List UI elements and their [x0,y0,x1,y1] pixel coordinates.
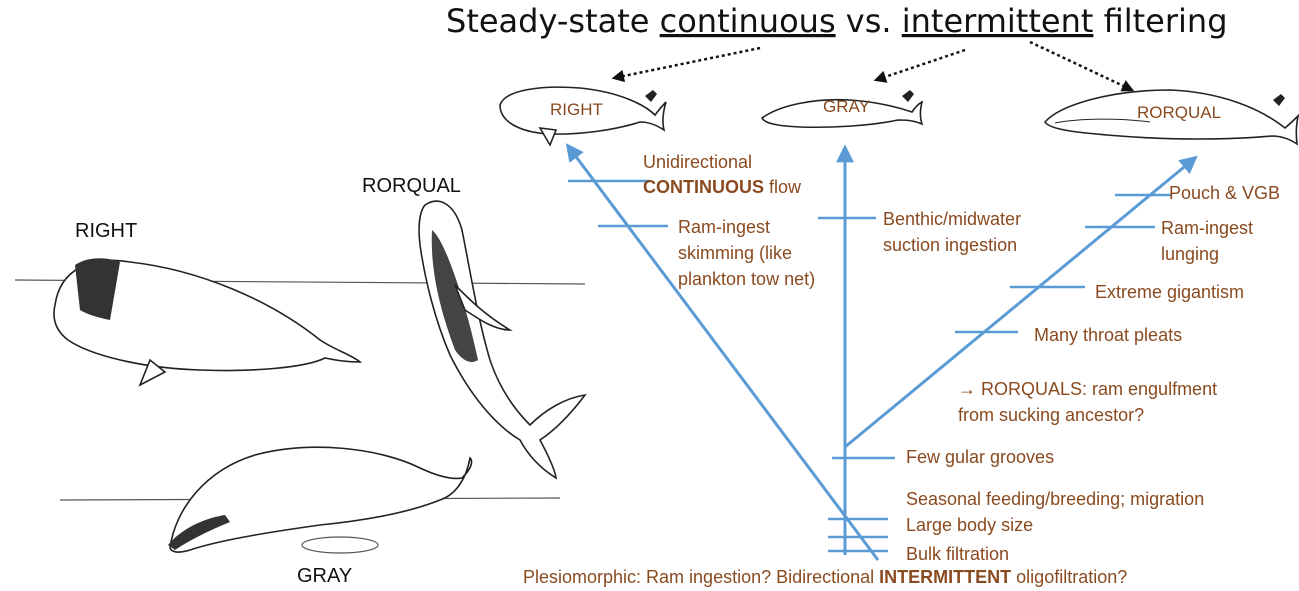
title-dotted-arrows [611,40,1135,92]
dotted-arrow-right [611,46,761,83]
top-gray-whale-body [760,98,924,129]
gray-whale-feeding-pit [301,536,379,554]
branch-right-whale [565,143,880,561]
title-intermittent: intermittent [902,2,1094,40]
top-gray-whale: GRAY [760,90,924,129]
top-rorqual-whale-body [1044,89,1299,146]
right-whale-body [53,259,363,372]
top-label-rorqual: RORQUAL [1137,103,1221,122]
character-ticks [568,179,1172,553]
title-continuous: continuous [660,2,836,40]
rorqual-flipper [454,284,513,331]
label-skimming: skimming (like [678,243,792,263]
phylogeny-tree [565,143,1198,561]
label-pouch-vgb: Pouch & VGB [1169,183,1280,203]
label-rorquals-note: → RORQUALS: ram engulfment [958,379,1217,399]
right-whale-baleen [75,258,120,320]
top-rorqual-whale: RORQUAL [1044,89,1299,146]
left-label-gray: GRAY [297,565,352,587]
diver-icon-gray [902,90,914,102]
label-bulk-filtration: Bulk filtration [906,544,1009,564]
label-continuous-bold: CONTINUOUS [643,177,764,197]
label-tow-net: plankton tow net) [678,269,815,289]
label-lunging: lunging [1161,244,1219,264]
gray-whale-body [169,446,473,553]
diver-icon-right [645,90,657,102]
label-gigantism: Extreme gigantism [1095,282,1244,302]
label-flow: flow [764,177,802,197]
rorqual-body [418,200,587,480]
label-body-size: Large body size [906,515,1033,535]
label-ram-ingest-rorqual: Ram-ingest [1161,218,1253,238]
footer-plesiomorphic: Plesiomorphic: Ram ingestion? Bidirectio… [523,567,1127,587]
title-prefix: Steady-state [446,2,660,40]
top-rorqual-pleat-line [1054,118,1151,124]
diagram-title: Steady-state continuous vs. intermittent… [446,2,1228,40]
top-right-whale-flipper [538,127,558,147]
title-middle: vs. [836,2,902,40]
top-right-whale-body [499,86,667,135]
left-label-rorqual: RORQUAL [362,175,461,197]
dotted-arrow-rorqual [1029,40,1135,92]
dotted-arrow-gray [873,48,966,83]
label-suction: suction ingestion [883,235,1017,255]
label-unidirectional: Unidirectional [643,152,752,172]
gray-whale-illustration [168,446,473,554]
top-label-gray: GRAY [823,97,870,116]
label-continuous-flow: CONTINUOUS flow [643,177,802,197]
top-right-whale: RIGHT [499,86,667,147]
label-gular-grooves: Few gular grooves [906,447,1054,467]
branch-rorqual [844,155,1198,449]
right-whale-flipper [138,358,167,387]
rorqual-throat-pleats [431,230,478,362]
left-label-right: RIGHT [75,220,137,242]
label-sucking-ancestor: from sucking ancestor? [958,405,1144,425]
rorqual-illustration [418,200,587,480]
top-label-right: RIGHT [550,100,603,119]
label-benthic: Benthic/midwater [883,209,1021,229]
label-throat-pleats: Many throat pleats [1034,325,1182,345]
title-suffix: filtering [1093,2,1227,40]
footer-intermittent: INTERMITTENT [879,567,1011,587]
diver-icon-rorqual [1273,94,1285,106]
label-ram-ingest-right: Ram-ingest [678,217,770,237]
footer-prefix: Plesiomorphic: Ram ingestion? Bidirectio… [523,567,879,587]
right-whale-illustration [53,258,363,387]
footer-suffix: oligofiltration? [1011,567,1127,587]
label-seasonal: Seasonal feeding/breeding; migration [906,489,1204,509]
gray-whale-mouth [168,515,230,550]
